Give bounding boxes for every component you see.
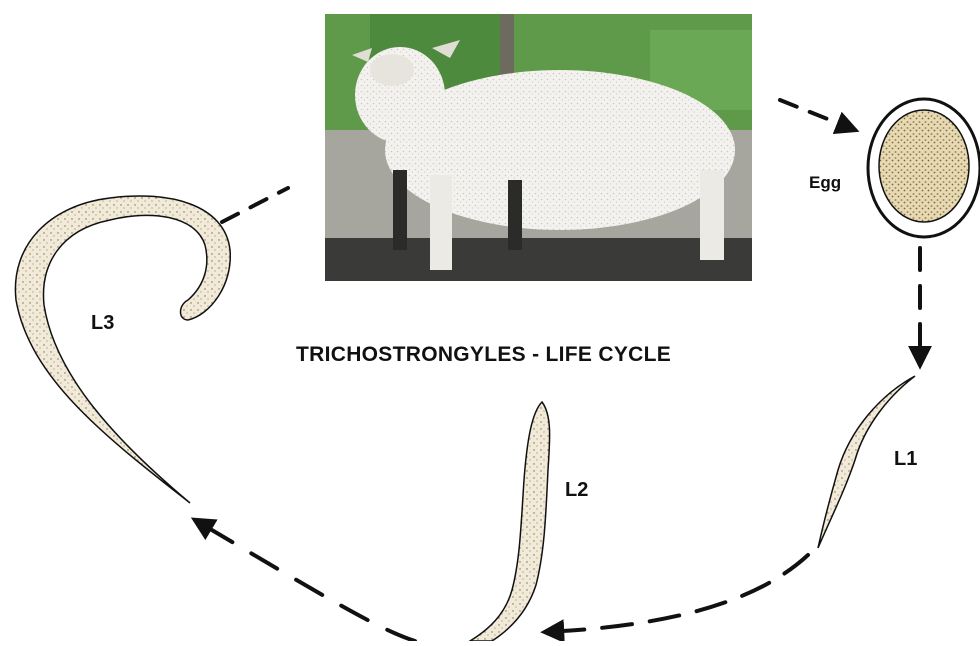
l1-label: L1 — [894, 449, 917, 469]
sheep-photo — [325, 14, 752, 281]
egg-label: Egg — [809, 174, 841, 191]
diagram-title: TRICHOSTRONGYLES - LIFE CYCLE — [296, 344, 671, 365]
egg-illustration — [868, 99, 980, 237]
l2-larva — [470, 402, 550, 641]
l2-label: L2 — [565, 480, 588, 500]
l3-label: L3 — [91, 313, 114, 333]
l3-larva — [15, 196, 230, 503]
